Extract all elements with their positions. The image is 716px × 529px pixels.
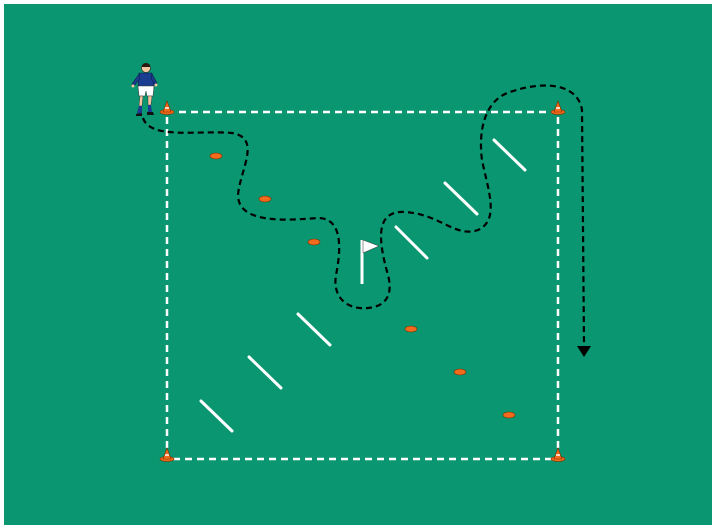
marker-disc-icon (405, 326, 417, 332)
marker-disc-icon (308, 239, 320, 245)
marker-disc-icon (503, 412, 515, 418)
marker-disc-icon (210, 153, 222, 159)
marker-disc-icon (259, 196, 271, 202)
marker-disc-icon (454, 369, 466, 375)
pitch (4, 4, 712, 525)
